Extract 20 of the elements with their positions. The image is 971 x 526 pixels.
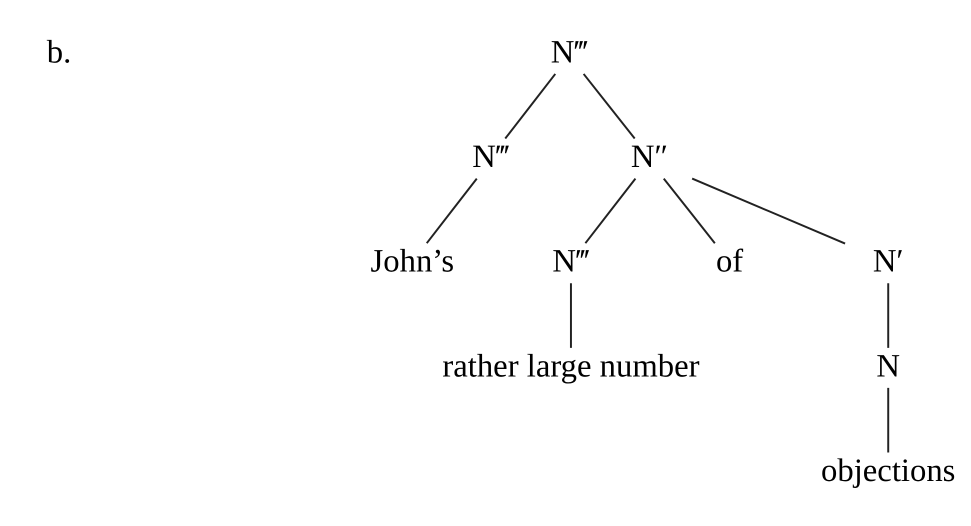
connector — [887, 282, 890, 348]
connector — [426, 177, 478, 244]
node-text: N‴ — [472, 138, 510, 175]
node-text: N‴ — [550, 34, 588, 70]
node-text: rather large number — [442, 348, 700, 384]
connector — [663, 177, 716, 244]
connector — [582, 72, 636, 139]
connector — [504, 72, 556, 139]
node-text: N‴ — [552, 243, 590, 280]
connector — [692, 177, 846, 244]
connector — [570, 282, 572, 348]
node-text: N″ — [630, 138, 668, 175]
node-text: objections — [821, 452, 956, 489]
node-text: John’s — [370, 243, 454, 280]
connector — [887, 387, 890, 452]
node-text: N′ — [872, 243, 904, 280]
connector — [584, 177, 636, 244]
node-text: of — [716, 243, 744, 280]
label: b. — [46, 34, 72, 70]
node-text: N — [876, 348, 900, 384]
